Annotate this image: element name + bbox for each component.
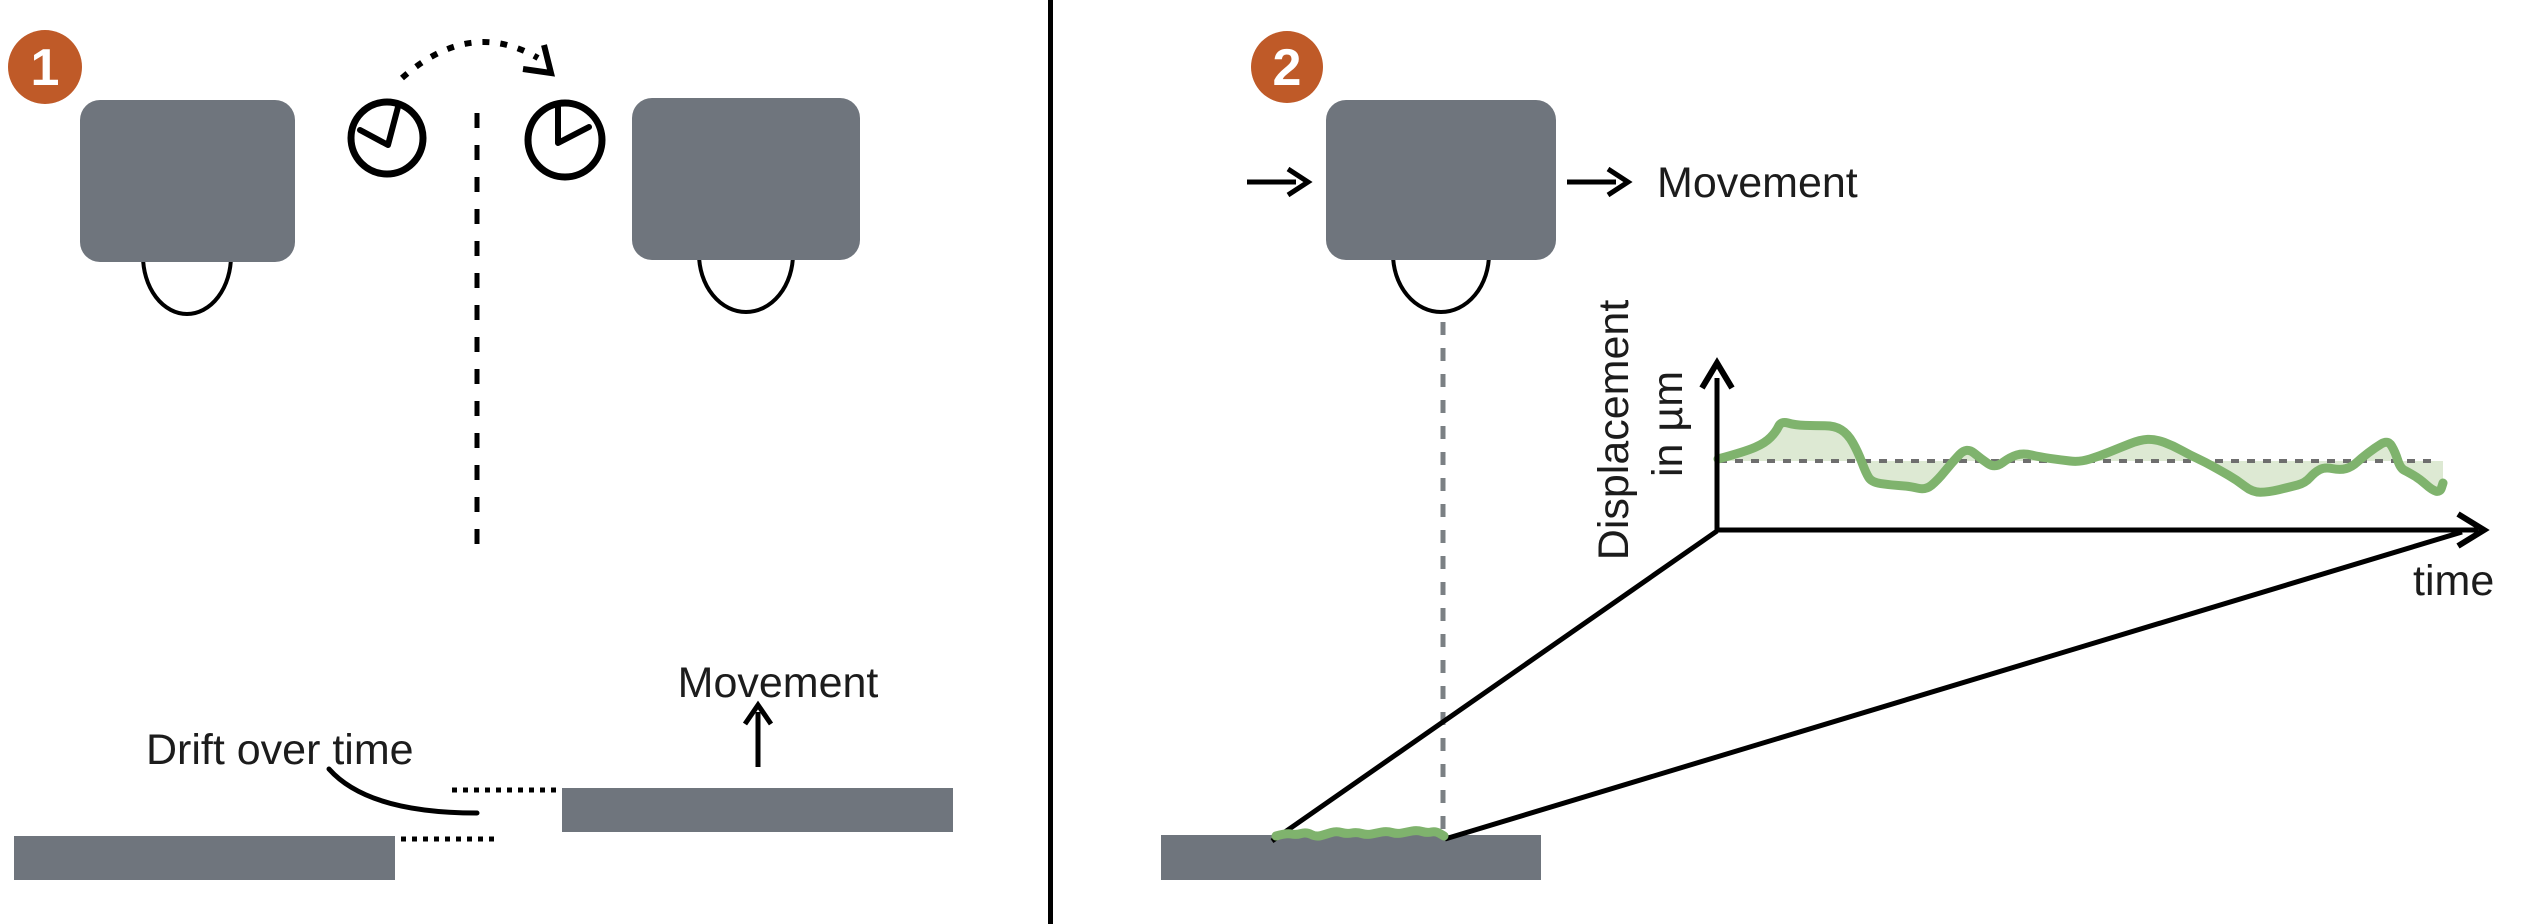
clock-before-icon bbox=[347, 98, 427, 178]
time-passing-arrowhead-icon bbox=[522, 44, 555, 77]
drift-over-time-label: Drift over time bbox=[146, 726, 414, 774]
x-axis-label: time bbox=[2413, 557, 2494, 605]
camera-right-body-icon bbox=[632, 98, 860, 260]
movement-label-2: Movement bbox=[1657, 159, 1858, 207]
svg-text:Displacement in µm: Displacement in µm bbox=[1590, 288, 1692, 560]
camera-left-body-icon bbox=[80, 100, 295, 262]
panel-1: 1 Drift over time Movement bbox=[8, 30, 953, 880]
step-1-number: 1 bbox=[31, 39, 60, 97]
panel-2: 2 Movement bbox=[1161, 31, 2494, 880]
step-2-badge bbox=[1251, 31, 1323, 103]
time-passing-arc-icon bbox=[400, 39, 540, 81]
x-axis-arrowhead-icon bbox=[2456, 511, 2490, 549]
stage-bar-moved bbox=[562, 788, 953, 832]
stage-bar-original bbox=[14, 836, 395, 880]
y-axis-label-line2: in µm bbox=[1644, 371, 1692, 477]
panel-divider bbox=[1048, 0, 1053, 924]
step-1-badge bbox=[8, 30, 82, 104]
callout-line-left bbox=[1270, 528, 1719, 844]
movement-label-1: Movement bbox=[678, 659, 879, 707]
step-2-number: 2 bbox=[1273, 39, 1302, 97]
y-axis-label: Displacement in µm bbox=[1590, 288, 1692, 561]
movement-up-arrow-icon bbox=[742, 700, 774, 767]
displacement-curve bbox=[1713, 417, 2448, 497]
drift-pointer-curve bbox=[326, 766, 480, 816]
camera-body-icon bbox=[1326, 100, 1556, 260]
y-axis-arrowhead-icon bbox=[1699, 357, 1735, 390]
callout-line-right bbox=[1444, 529, 2463, 842]
displacement-chart: Displacement in µm time bbox=[1590, 288, 2494, 605]
movement-arrow-left-icon bbox=[1247, 166, 1313, 198]
y-axis-label-line1: Displacement bbox=[1590, 300, 1638, 561]
rough-surface-squiggle bbox=[1271, 826, 1449, 841]
clock-after-icon bbox=[524, 99, 606, 181]
sample-stage-bar bbox=[1161, 835, 1541, 880]
displacement-curve-fill bbox=[1718, 422, 2443, 493]
movement-arrow-right-icon bbox=[1567, 166, 1633, 198]
